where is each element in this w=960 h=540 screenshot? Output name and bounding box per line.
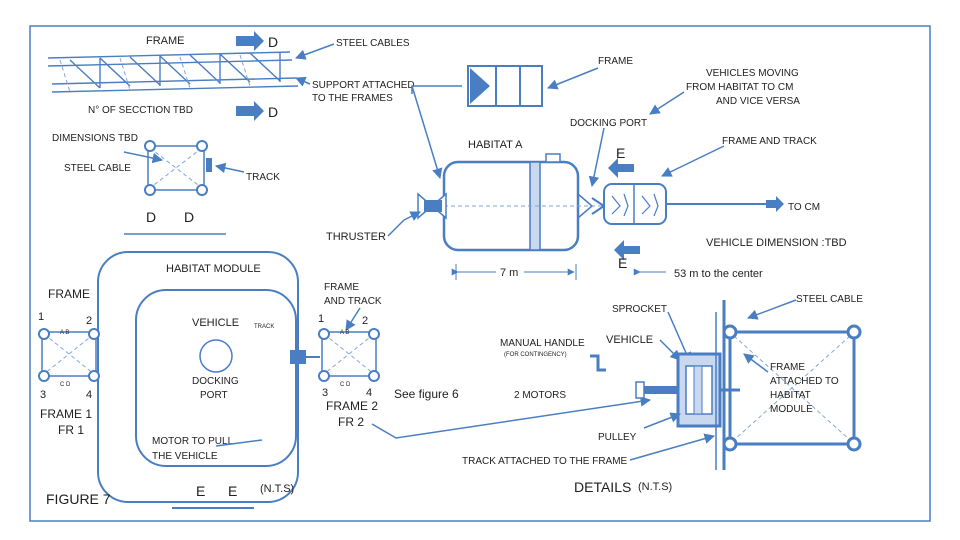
- label-habitat-module: HABITAT MODULE: [166, 263, 261, 275]
- label-cd-fr1: C D: [60, 382, 71, 388]
- label-motor-to-pull-1: MOTOR TO PULL: [152, 436, 234, 447]
- connector-to-details: [371, 396, 652, 439]
- frame-1-section: [38, 328, 100, 382]
- label-frame-top: FRAME: [146, 35, 185, 47]
- label-53m: 53 m to the center: [674, 268, 763, 280]
- label-ab-fr1: A B: [60, 330, 69, 336]
- label-frame-and-track-mid-2: AND TRACK: [324, 296, 382, 307]
- label-d-top: D: [268, 34, 278, 50]
- label-vehicle-mid: VEHICLE: [192, 317, 239, 329]
- label-steel-cable-left: STEEL CABLE: [64, 163, 131, 174]
- label-cd-fr2: C D: [340, 382, 351, 388]
- label-support-attached-1: SUPPORT ATTACHED: [312, 80, 415, 91]
- label-frame-right: FRAME: [598, 56, 633, 67]
- label-dimensions: DIMENSIONS TBD: [52, 133, 138, 144]
- habitat-a-cylinder: [442, 153, 612, 252]
- label-vehicles-moving-2: FROM HABITAT TO CM: [686, 82, 793, 93]
- label-two-motors: 2 MOTORS: [514, 390, 566, 401]
- label-frame-attached-2: ATTACHED TO: [770, 376, 839, 387]
- connector-to-frame: [411, 85, 462, 94]
- arrow-e-top: [608, 158, 634, 178]
- label-steel-cables: STEEL CABLES: [336, 38, 410, 49]
- label-n1-fr2: 1: [318, 313, 324, 325]
- label-motor-to-pull-2: THE VEHICLE: [152, 451, 218, 462]
- arrow-d-mid: [236, 101, 264, 121]
- label-frame-2-b: FR 2: [338, 415, 364, 429]
- label-frame-and-track-mid-1: FRAME: [324, 282, 359, 293]
- label-thruster: THRUSTER: [326, 231, 386, 243]
- label-e-right: E: [228, 483, 237, 499]
- arrow-to-cm: [766, 196, 784, 212]
- label-docking-port-top: DOCKING PORT: [570, 118, 647, 129]
- dimension-7m: [451, 264, 577, 280]
- arrow-d-top: [236, 31, 264, 51]
- label-frame-attached-1: FRAME: [770, 362, 805, 373]
- manual-handle-shape: [590, 354, 606, 372]
- label-pulley: PULLEY: [598, 432, 637, 443]
- vehicle-top: [591, 183, 780, 225]
- label-frame-left: FRAME: [48, 287, 90, 301]
- label-habitat-a: HABITAT A: [468, 139, 523, 151]
- motor-block: [290, 350, 306, 364]
- label-figure-7: FIGURE 7: [46, 491, 111, 507]
- label-frame-attached-3: HABITAT: [770, 390, 811, 401]
- label-d-left1: D: [146, 209, 156, 225]
- outer-border: [29, 25, 931, 522]
- label-see-figure-6: See figure 6: [394, 387, 459, 401]
- habitat-module-inner: [135, 289, 297, 467]
- label-support-attached-2: TO THE FRAMES: [312, 93, 393, 104]
- label-vehicles-moving-1: VEHICLES MOVING: [706, 68, 799, 79]
- label-n1-fr1: 1: [38, 311, 44, 323]
- label-frame-1-b: FR 1: [58, 423, 84, 437]
- label-ab-fr2: A B: [340, 330, 349, 336]
- motor-leader: [215, 439, 263, 447]
- label-n-of-section: N° OF SECCTION TBD: [88, 105, 193, 116]
- label-frame-2-a: FRAME 2: [326, 399, 378, 413]
- docking-port-circle: [199, 339, 233, 373]
- label-docking-port-mid-1: DOCKING: [192, 376, 239, 387]
- label-vehicle-dimension: VEHICLE DIMENSION :TBD: [706, 237, 847, 249]
- truss-frame: [47, 51, 299, 93]
- label-frame-1-a: FRAME 1: [40, 407, 92, 421]
- label-vehicles-moving-3: AND VICE VERSA: [716, 96, 800, 107]
- label-n4-fr1: 4: [86, 389, 92, 401]
- frame-detail-section: [715, 300, 862, 470]
- thruster: [417, 192, 447, 220]
- label-n2-fr1: 2: [86, 315, 92, 327]
- label-steel-cable-right: STEEL CABLE: [796, 294, 863, 305]
- label-sprocket: SPROCKET: [612, 304, 667, 315]
- label-n3-fr1: 3: [40, 389, 46, 401]
- label-d-mid: D: [268, 104, 278, 120]
- label-n3-fr2: 3: [322, 387, 328, 399]
- label-n2-fr2: 2: [362, 315, 368, 327]
- label-nts-right: (N.T.S): [638, 481, 672, 493]
- label-details: DETAILS: [574, 479, 631, 495]
- label-7m: 7 m: [500, 267, 518, 279]
- label-e-top: E: [616, 145, 625, 161]
- label-n4-fr2: 4: [366, 387, 372, 399]
- label-track-attached: TRACK ATTACHED TO THE FRAME: [462, 456, 628, 467]
- label-track-left: TRACK: [246, 172, 280, 183]
- frame-2-section: [318, 328, 380, 382]
- label-vehicle-right: VEHICLE: [606, 334, 653, 346]
- label-track-mid: TRACK: [254, 324, 274, 330]
- label-nts-left: (N.T.S): [260, 483, 294, 495]
- label-e-bottom: E: [618, 255, 627, 271]
- label-docking-port-mid-2: PORT: [200, 390, 228, 401]
- label-frame-and-track: FRAME AND TRACK: [722, 136, 817, 147]
- frame-section-right: [467, 65, 543, 107]
- cross-section-left: [144, 140, 212, 196]
- arrow-e-bottom: [614, 240, 640, 260]
- label-d-left2: D: [184, 209, 194, 225]
- label-to-cm: TO CM: [788, 202, 820, 213]
- label-manual-handle: MANUAL HANDLE: [500, 338, 585, 349]
- label-for-contingency: (FOR CONTINGENCY): [504, 352, 567, 358]
- label-e-left: E: [196, 483, 205, 499]
- label-frame-attached-4: MODULE: [770, 404, 813, 415]
